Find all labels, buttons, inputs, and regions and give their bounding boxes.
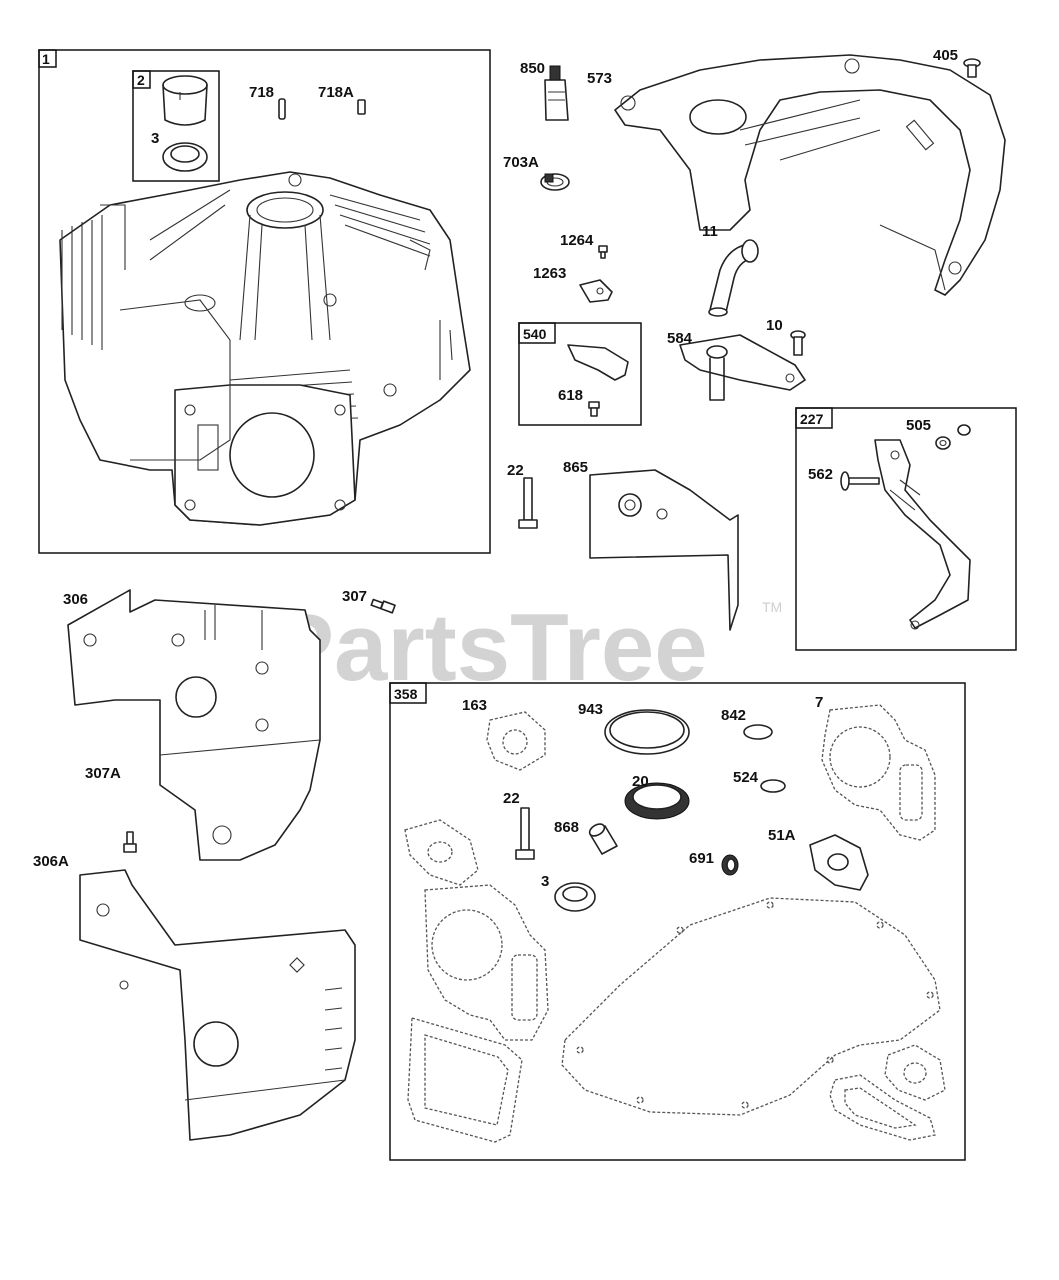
screw-10-part[interactable]: [790, 330, 806, 356]
oil-seal-part[interactable]: [162, 142, 208, 172]
callout-573: 573: [587, 70, 612, 87]
assembly-227-label: 227: [800, 411, 824, 427]
pin-562-part[interactable]: [840, 471, 880, 491]
callout-22-gasket-set: 22: [503, 790, 520, 807]
bushing-868-part[interactable]: [588, 822, 618, 855]
blower-housing-back-plate-part[interactable]: [614, 54, 1006, 296]
callout-163: 163: [462, 697, 487, 714]
callout-405: 405: [933, 47, 958, 64]
callout-51A: 51A: [768, 827, 796, 844]
assembly-1-frame[interactable]: 1: [38, 49, 491, 554]
callout-10: 10: [766, 317, 783, 334]
callout-3-gasket-set: 3: [541, 873, 549, 890]
callout-3-seal: 3: [151, 130, 159, 147]
valve-cover-gasket-part[interactable]: [407, 1017, 523, 1143]
callout-306A: 306A: [33, 853, 69, 870]
callout-691: 691: [689, 850, 714, 867]
cylinder-block-part[interactable]: [59, 171, 471, 526]
seal-20-part[interactable]: [624, 782, 690, 820]
callout-868: 868: [554, 819, 579, 836]
governor-bracket-part[interactable]: [874, 439, 971, 630]
callout-306: 306: [63, 591, 88, 608]
gasket-51A-part[interactable]: [809, 834, 869, 891]
assembly-1-label: 1: [42, 51, 50, 67]
callout-307A: 307A: [85, 765, 121, 782]
deflector-540-part[interactable]: [567, 344, 629, 381]
callout-11: 11: [702, 223, 718, 240]
callout-842: 842: [721, 707, 746, 724]
assembly-227-frame[interactable]: 227: [795, 407, 1017, 651]
callout-524: 524: [733, 769, 759, 786]
assembly-540-label: 540: [523, 326, 547, 342]
head-gasket-7-part[interactable]: [821, 704, 936, 841]
callout-307: 307: [342, 588, 367, 605]
sealant-tube-part[interactable]: [544, 65, 569, 121]
bracket-1263-part[interactable]: [579, 279, 613, 303]
o-ring-943-part[interactable]: [604, 709, 690, 755]
gasket-163-part[interactable]: [486, 711, 546, 771]
seal-3-gasket-set-part[interactable]: [554, 882, 596, 912]
breather-plate-part[interactable]: [679, 334, 806, 401]
callout-562: 562: [808, 466, 833, 483]
assembly-540-frame[interactable]: 540: [518, 322, 642, 426]
cylinder-shield-306-part[interactable]: [67, 589, 321, 861]
o-ring-842-part[interactable]: [743, 724, 773, 740]
callout-20: 20: [632, 773, 649, 790]
callout-703A: 703A: [503, 154, 539, 171]
bolt-22-part[interactable]: [518, 477, 538, 529]
crankcase-gasket-part[interactable]: [561, 897, 941, 1116]
assembly-2-label: 2: [137, 72, 145, 88]
callout-850: 850: [520, 60, 545, 77]
callout-1264: 1264: [560, 232, 594, 249]
dowel-pin-a-part[interactable]: [357, 99, 366, 115]
assembly-2-frame[interactable]: 2: [132, 70, 220, 182]
bolt-22-gasket-set-part[interactable]: [515, 807, 535, 860]
carburetor-gasket-part[interactable]: [829, 1074, 936, 1141]
screw-307-part[interactable]: [370, 598, 396, 614]
callout-505: 505: [906, 417, 931, 434]
o-ring-524-part[interactable]: [760, 779, 786, 793]
cylinder-shield-306A-part[interactable]: [79, 869, 356, 1141]
nut-505-part[interactable]: [935, 424, 971, 450]
callout-718: 718: [249, 84, 274, 101]
screw-405-part[interactable]: [963, 58, 981, 78]
callout-865: 865: [563, 459, 588, 476]
callout-7: 7: [815, 694, 823, 711]
screw-618-part[interactable]: [588, 401, 600, 417]
seal-691-part[interactable]: [721, 854, 739, 876]
screw-307A-part[interactable]: [123, 831, 137, 853]
callout-584: 584: [667, 330, 693, 347]
watermark: PartsTree: [270, 594, 708, 701]
breather-tube-part[interactable]: [708, 239, 759, 317]
callout-22-bolt: 22: [507, 462, 524, 479]
dowel-pin-part[interactable]: [278, 98, 286, 120]
assembly-358-frame[interactable]: 358: [389, 682, 966, 1161]
bushing-part[interactable]: [162, 75, 208, 126]
callout-618: 618: [558, 387, 583, 404]
intake-gasket-part[interactable]: [884, 1044, 946, 1101]
screw-1264-part[interactable]: [598, 245, 608, 259]
hose-clamp-part[interactable]: [540, 173, 570, 191]
shield-865-part[interactable]: [589, 469, 739, 631]
watermark-trademark: TM: [762, 599, 782, 615]
assembly-358-label: 358: [394, 686, 418, 702]
head-gasket-second-part[interactable]: [424, 884, 549, 1041]
exhaust-gasket-part[interactable]: [404, 819, 479, 886]
callout-718A: 718A: [318, 84, 354, 101]
callout-943: 943: [578, 701, 603, 718]
callout-1263: 1263: [533, 265, 566, 282]
